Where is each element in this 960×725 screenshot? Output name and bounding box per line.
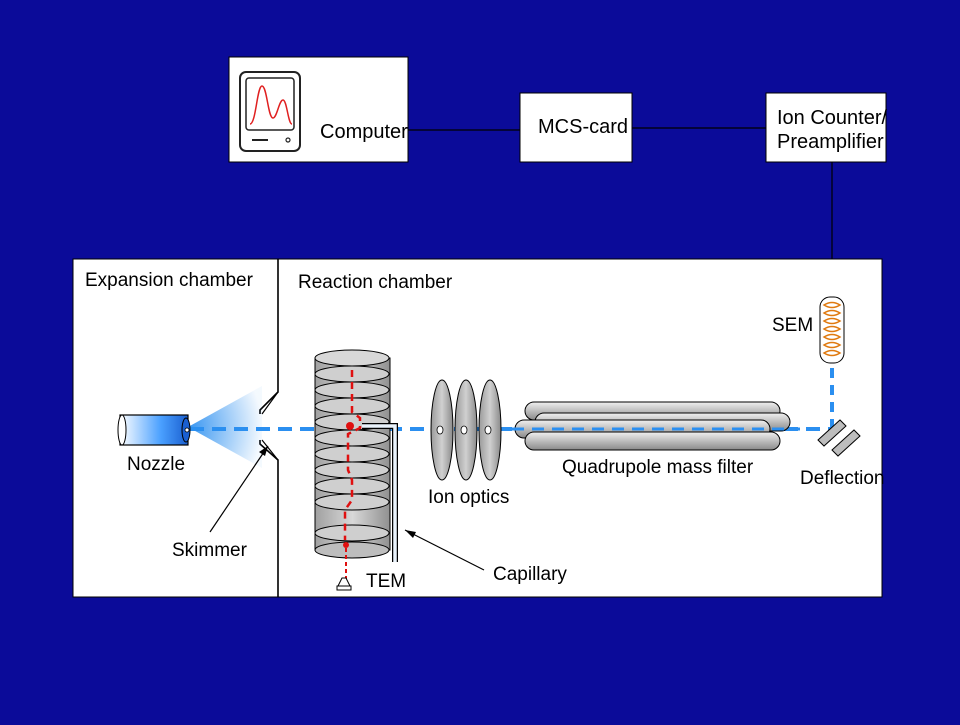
quadrupole-mass-filter: [512, 401, 800, 451]
capillary-label: Capillary: [493, 564, 567, 585]
monitor-icon: [239, 71, 301, 152]
sem-label: SEM: [772, 315, 813, 336]
mcs-card-box: MCS-card: [519, 92, 633, 163]
ion-counter-box: Ion Counter/ Preamplifier: [765, 92, 888, 163]
mcs-card-label: MCS-card: [538, 116, 628, 138]
skimmer-pointer-head: [259, 446, 268, 456]
skimmer-cone: [261, 391, 279, 461]
ion-optics: [430, 379, 502, 481]
ion-optics-label: Ion optics: [428, 487, 509, 508]
capillary-pointer-head: [405, 530, 416, 538]
nozzle-label: Nozzle: [127, 454, 185, 475]
computer-box: Computer: [228, 56, 409, 163]
tem-stack: [314, 349, 391, 559]
deflection-label: Deflection: [800, 468, 885, 489]
nozzle-icon: [117, 414, 191, 446]
ion-counter-label-line2: Preamplifier: [777, 131, 884, 153]
tem-label: TEM: [366, 571, 406, 592]
capillary: [362, 423, 398, 562]
skimmer-label: Skimmer: [172, 540, 248, 561]
skimmer-pointer: [209, 445, 269, 533]
tem-detector-icon: [336, 577, 352, 591]
reaction-chamber-label: Reaction chamber: [298, 272, 453, 293]
expansion-chamber-label: Expansion chamber: [85, 270, 254, 291]
deflection-plates: [817, 419, 861, 457]
ion-extraction-path: [343, 370, 362, 580]
capillary-pointer: [404, 529, 485, 571]
computer-label: Computer: [320, 121, 408, 143]
electron-multiplier-icon: [819, 296, 845, 364]
ion-counter-label-line1: Ion Counter/: [777, 107, 888, 129]
quadrupole-label: Quadrupole mass filter: [562, 457, 754, 478]
